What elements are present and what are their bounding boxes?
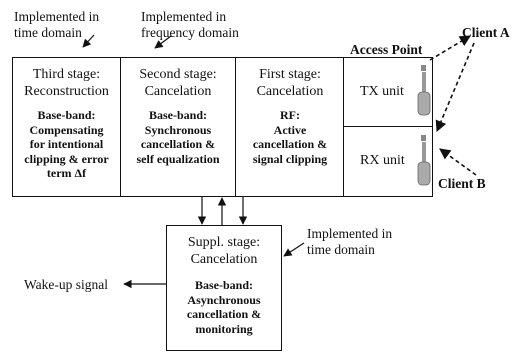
rx-antenna-icon [417,135,431,186]
label-time-domain-bottom: Implemented in time domain [307,226,392,258]
label-line: Implemented in [307,226,393,241]
stage-description: Base-band: Compensating for intentional … [13,108,120,181]
stage-title-line: First stage: [259,67,321,82]
stage-title-line: Cancelation [144,84,212,99]
label-frequency-domain-top: Implemented in frequency domain [141,9,239,41]
stage-desc-line: self equalization [136,151,220,166]
stage-desc-line: for intentional [29,137,104,151]
stage-title-line: Reconstruction [24,84,109,99]
stage-desc-line: term Δf [46,166,87,180]
client-a-downlink-arrow [429,35,471,61]
client-b-uplink-arrow [439,148,477,176]
stage-desc-line: Compensating [29,122,104,137]
time-domain-bottom-arrow [283,242,305,257]
access-point-label: Access Point [350,42,423,57]
stage-title: Second stage: Cancelation [121,66,235,100]
supplementary-stage: Suppl. stage: Cancelation Base-band: Asy… [166,234,282,336]
stage-desc-line: Base-band: [37,108,96,122]
rx-unit-label: RX unit [360,153,405,168]
client-b-label: Client B [438,176,486,191]
stage-title-line: Cancelation [190,252,258,267]
client-a-label: Client A [462,25,510,40]
first-stage: First stage: Cancelation RF: Active canc… [236,66,344,166]
stage-desc-line: Synchronous [144,122,212,137]
stage-desc-line: clipping & error [24,151,109,166]
stage-desc-line: monitoring [195,321,253,336]
label-line: Implemented in [14,9,100,24]
stage-description: Base-band: Asynchronous cancellation & m… [166,278,282,336]
rx-unit-box [343,126,433,197]
stage-title-line: Suppl. stage: [187,235,261,250]
stage-desc-line: Base-band: [194,278,253,292]
tx-unit-label: TX unit [360,84,404,99]
tx-antenna-icon [417,65,431,116]
stage-divider [120,57,122,197]
label-line: Implemented in [141,9,227,24]
second-stage: Second stage: Cancelation Base-band: Syn… [121,66,235,166]
tx-unit-box [343,57,433,127]
stage-desc-line: cancellation & [186,307,262,321]
label-line: time domain [307,242,375,257]
stage-title: Third stage: Reconstruction [13,66,120,100]
stage-desc-line: Base-band: [148,108,207,122]
wakeup-signal-label: Wake-up signal [24,277,109,292]
stage-desc-line: Asynchronous [187,292,261,307]
label-time-domain-top: Implemented in time domain [14,9,99,41]
stage-desc-line: cancellation & [252,137,328,151]
stage-title: First stage: Cancelation [236,66,344,100]
stage-title-line: Cancelation [256,84,324,99]
label-line: frequency domain [141,25,239,40]
label-line: time domain [14,25,82,40]
stage-title-line: Second stage: [139,67,217,82]
third-stage: Third stage: Reconstruction Base-band: C… [13,66,120,181]
stage-divider [235,57,237,197]
stage-desc-line: RF: [280,108,300,122]
stage-desc-line: Active [273,122,307,137]
stage-description: RF: Active cancellation & signal clippin… [236,108,344,166]
time-domain-pointer-arrow [82,34,95,48]
supplementary-stage-box [166,225,282,351]
stage-title: Suppl. stage: Cancelation [166,234,282,268]
stage-desc-line: cancellation & [140,137,216,151]
stage-title-line: Third stage: [32,67,101,82]
stage-description: Base-band: Synchronous cancellation & se… [121,108,235,166]
frequency-domain-pointer-arrow [154,35,172,49]
client-a-uplink-arrow [435,42,475,133]
stage-desc-line: signal clipping [252,151,328,166]
